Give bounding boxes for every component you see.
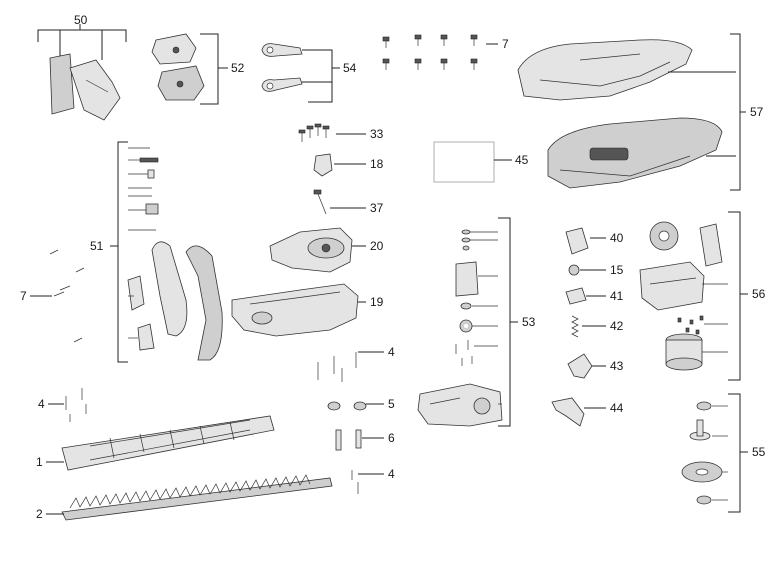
callout-52: 52 xyxy=(231,61,245,75)
callout-56: 56 xyxy=(752,287,766,301)
part-56-motor-group: 56 xyxy=(639,211,766,381)
callout-44: 44 xyxy=(610,401,624,415)
part-7-screws-top: 7 xyxy=(382,34,509,70)
part-4-screws-lower: 4 xyxy=(351,467,395,494)
part-4-screws-left: 4 xyxy=(38,388,87,422)
part-57-housing: 57 xyxy=(517,33,764,191)
part-20-gear-plate: 20 xyxy=(269,227,384,273)
callout-4-middle: 4 xyxy=(388,345,395,359)
part-1-blade-sheath: 1 xyxy=(36,415,275,471)
callout-55: 55 xyxy=(752,445,766,459)
callout-50: 50 xyxy=(74,13,88,27)
part-5-nuts: 5 xyxy=(327,397,395,411)
part-4-screws-middle: 4 xyxy=(317,345,395,382)
part-41-clip: 41 xyxy=(565,287,624,305)
part-19-base-plate: 19 xyxy=(231,283,384,337)
callout-51: 51 xyxy=(90,239,104,253)
callout-57: 57 xyxy=(750,105,764,119)
callout-7-left: 7 xyxy=(20,289,27,303)
part-53-gear-housing-group: 53 xyxy=(417,217,536,427)
callout-2: 2 xyxy=(36,507,43,521)
part-15-bulb: 15 xyxy=(568,263,624,277)
callout-53: 53 xyxy=(522,315,536,329)
part-7-screws-left: 7 xyxy=(20,249,85,343)
part-42-spring: 42 xyxy=(571,315,624,338)
part-52-switch-assembly: 52 xyxy=(151,33,245,105)
part-33-screws: 33 xyxy=(298,123,384,142)
callout-41: 41 xyxy=(610,289,624,303)
callout-54: 54 xyxy=(343,61,357,75)
callout-4-lower: 4 xyxy=(388,467,395,481)
callout-20: 20 xyxy=(370,239,384,253)
callout-37: 37 xyxy=(370,201,384,215)
callout-6: 6 xyxy=(388,431,395,445)
part-51-handle-group: 51 xyxy=(90,141,223,363)
callout-40: 40 xyxy=(610,231,624,245)
callout-5: 5 xyxy=(388,397,395,411)
part-55-gear-group: 55 xyxy=(681,393,766,513)
callout-19: 19 xyxy=(370,295,384,309)
part-40-switch: 40 xyxy=(565,227,624,255)
callout-15: 15 xyxy=(610,263,624,277)
part-2-blade: 2 xyxy=(36,474,333,521)
part-43-trigger: 43 xyxy=(567,353,624,379)
callout-4-left: 4 xyxy=(38,397,45,411)
callout-33: 33 xyxy=(370,127,384,141)
part-54-wrenches: 54 xyxy=(261,43,357,103)
part-6-bolts: 6 xyxy=(335,429,395,451)
callout-43: 43 xyxy=(610,359,624,373)
part-45-label: 45 xyxy=(433,141,529,183)
part-37-pin: 37 xyxy=(313,189,384,215)
callout-7-top: 7 xyxy=(502,37,509,51)
callout-1: 1 xyxy=(36,455,43,469)
callout-45: 45 xyxy=(515,153,529,167)
callout-42: 42 xyxy=(610,319,624,333)
callout-18: 18 xyxy=(370,157,384,171)
part-50-blade-cover: 50 xyxy=(37,13,127,121)
part-18-bracket: 18 xyxy=(313,153,384,177)
part-44-lever: 44 xyxy=(551,397,624,427)
